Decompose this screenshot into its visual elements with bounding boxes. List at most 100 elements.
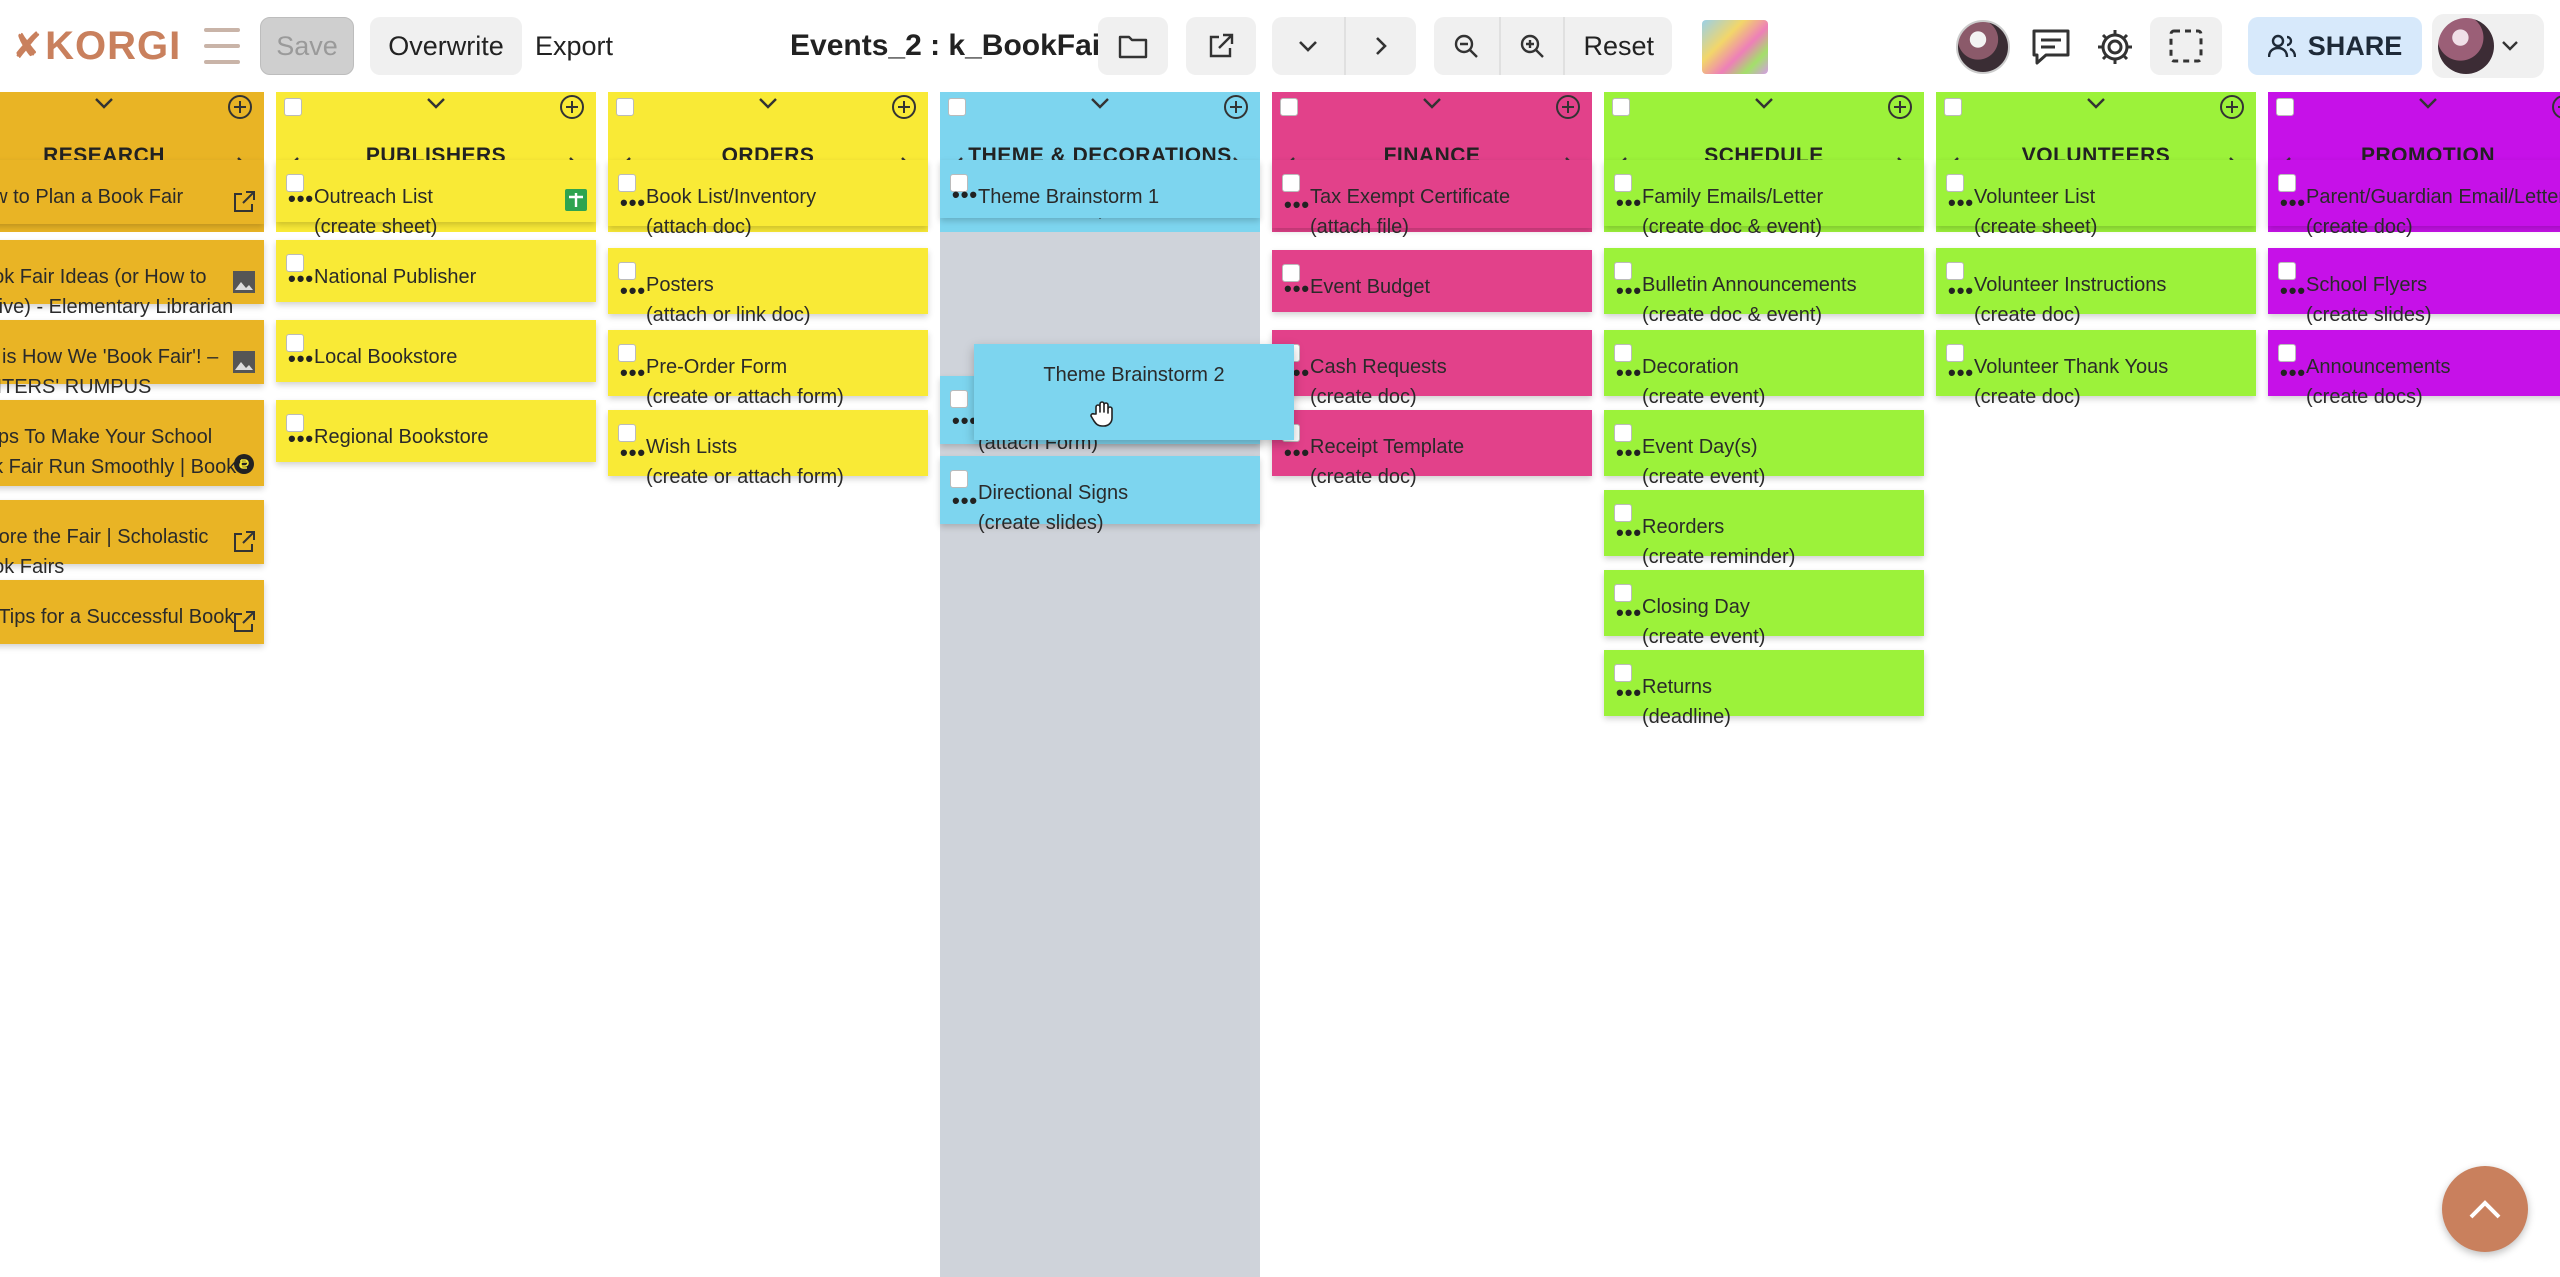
zoom-out-button[interactable] (1434, 17, 1499, 75)
card[interactable]: Parent/Guardian Email/Letter (create doc… (2268, 160, 2560, 238)
next-button[interactable] (1344, 17, 1416, 75)
card-checkbox[interactable] (618, 262, 636, 280)
add-column-icon[interactable] (558, 93, 586, 121)
card[interactable]: National Publisher••• (276, 240, 596, 302)
card-menu-icon[interactable]: ••• (288, 426, 315, 451)
collapse-chevron-icon[interactable] (92, 96, 116, 116)
card-menu-icon[interactable]: ••• (1616, 440, 1643, 465)
card[interactable]: Pre-Order Form (create or attach form)••… (608, 330, 928, 408)
card-menu-icon[interactable]: ••• (1616, 278, 1643, 303)
card-menu-icon[interactable]: ••• (1284, 192, 1311, 217)
card-checkbox[interactable] (1946, 174, 1964, 192)
column-select-checkbox[interactable] (1612, 98, 1630, 116)
card[interactable]: efore the Fair | Scholastic ook Fairs••• (0, 500, 264, 578)
scroll-to-top-button[interactable] (2442, 1166, 2528, 1252)
card[interactable]: is is How We 'Book Fair'! – RITERS' RUMP… (0, 320, 264, 398)
link-icon[interactable] (232, 452, 256, 476)
card[interactable]: Family Emails/Letter (create doc & event… (1604, 160, 1924, 238)
card[interactable]: Volunteer List (create sheet)••• (1936, 160, 2256, 238)
collapse-chevron-icon[interactable] (756, 96, 780, 116)
card[interactable]: Closing Day (create event)••• (1604, 570, 1924, 648)
card[interactable]: Wish Lists (create or attach form)••• (608, 410, 928, 488)
column-select-checkbox[interactable] (1944, 98, 1962, 116)
card-checkbox[interactable] (1614, 584, 1632, 602)
column-select-checkbox[interactable] (948, 98, 966, 116)
card-menu-icon[interactable]: ••• (288, 346, 315, 371)
collapse-chevron-icon[interactable] (2084, 96, 2108, 116)
add-column-icon[interactable] (1886, 93, 1914, 121)
card-menu-icon[interactable]: ••• (1616, 190, 1643, 215)
save-button[interactable]: Save (260, 17, 354, 75)
card[interactable]: Local Bookstore••• (276, 320, 596, 382)
thumbnail-icon[interactable] (232, 350, 256, 374)
card[interactable]: Event Budget••• (1272, 250, 1592, 312)
card[interactable]: Reorders (create reminder)••• (1604, 490, 1924, 568)
card-menu-icon[interactable]: ••• (952, 182, 979, 207)
card[interactable]: ook Fair Ideas (or How to rvive) - Eleme… (0, 240, 264, 318)
add-column-icon[interactable] (1554, 93, 1582, 121)
add-column-icon[interactable] (2218, 93, 2246, 121)
dragging-card[interactable]: Theme Brainstorm 2 (974, 344, 1294, 440)
reset-button[interactable]: Reset (1563, 17, 1672, 75)
card-menu-icon[interactable]: ••• (2280, 360, 2307, 385)
card-checkbox[interactable] (1614, 664, 1632, 682)
selection-mode-button[interactable] (2150, 17, 2222, 75)
collapse-chevron-icon[interactable] (1088, 96, 1112, 116)
card-menu-icon[interactable]: ••• (288, 266, 315, 291)
settings-button[interactable] (2088, 20, 2142, 74)
card[interactable]: Book List/Inventory (attach doc)••• (608, 160, 928, 238)
card[interactable]: Tax Exempt Certificate (attach file)••• (1272, 160, 1592, 238)
card-checkbox[interactable] (1614, 262, 1632, 280)
card-menu-icon[interactable]: ••• (952, 408, 979, 433)
card[interactable]: 5 Tips for a Successful Book ir••• (0, 580, 264, 644)
card[interactable]: Outreach List (create sheet)••• (276, 160, 596, 238)
card[interactable]: School Flyers (create slides)••• (2268, 248, 2560, 326)
card-checkbox[interactable] (1946, 262, 1964, 280)
account-menu[interactable] (2432, 14, 2544, 78)
card-checkbox[interactable] (950, 174, 968, 192)
card-checkbox[interactable] (1282, 264, 1300, 282)
card-checkbox[interactable] (2278, 344, 2296, 362)
card-checkbox[interactable] (950, 390, 968, 408)
card-checkbox[interactable] (950, 470, 968, 488)
card[interactable]: Returns (deadline)••• (1604, 650, 1924, 728)
card-menu-icon[interactable]: ••• (1284, 440, 1311, 465)
card-menu-icon[interactable]: ••• (1616, 520, 1643, 545)
card-checkbox[interactable] (1614, 174, 1632, 192)
card[interactable]: ow to Plan a Book Fair••• (0, 160, 264, 224)
card-checkbox[interactable] (618, 344, 636, 362)
column-select-checkbox[interactable] (1280, 98, 1298, 116)
card-menu-icon[interactable]: ••• (1616, 680, 1643, 705)
card-menu-icon[interactable]: ••• (1616, 360, 1643, 385)
sheet-icon[interactable] (564, 188, 588, 212)
card[interactable]: Bulletin Announcements (create doc & eve… (1604, 248, 1924, 326)
external-link-icon[interactable] (232, 530, 256, 554)
overwrite-button[interactable]: Overwrite (370, 17, 522, 75)
add-column-icon[interactable] (890, 93, 918, 121)
thumbnail-icon[interactable] (232, 270, 256, 294)
folder-button[interactable] (1098, 17, 1168, 75)
card-menu-icon[interactable]: ••• (1948, 278, 1975, 303)
zoom-in-button[interactable] (1498, 17, 1564, 75)
card-checkbox[interactable] (1946, 344, 1964, 362)
card[interactable]: Event Day(s) (create event)••• (1604, 410, 1924, 488)
chat-button[interactable] (2024, 20, 2078, 74)
card-menu-icon[interactable]: ••• (2280, 190, 2307, 215)
column-select-checkbox[interactable] (284, 98, 302, 116)
card-checkbox[interactable] (286, 174, 304, 192)
card-checkbox[interactable] (1282, 174, 1300, 192)
card[interactable]: Regional Bookstore••• (276, 400, 596, 462)
card[interactable]: Volunteer Instructions (create doc)••• (1936, 248, 2256, 326)
card[interactable]: Cash Requests (create doc)••• (1272, 330, 1592, 408)
card-checkbox[interactable] (618, 174, 636, 192)
card[interactable]: Receipt Template (create doc)••• (1272, 410, 1592, 488)
column-select-checkbox[interactable] (616, 98, 634, 116)
card-menu-icon[interactable]: ••• (1284, 276, 1311, 301)
card-checkbox[interactable] (286, 334, 304, 352)
card-menu-icon[interactable]: ••• (620, 278, 647, 303)
card-menu-icon[interactable]: ••• (620, 440, 647, 465)
card-menu-icon[interactable]: ••• (1948, 360, 1975, 385)
share-button[interactable]: SHARE (2248, 17, 2422, 75)
card-menu-icon[interactable]: ••• (288, 186, 315, 211)
card-menu-icon[interactable]: ••• (1948, 190, 1975, 215)
